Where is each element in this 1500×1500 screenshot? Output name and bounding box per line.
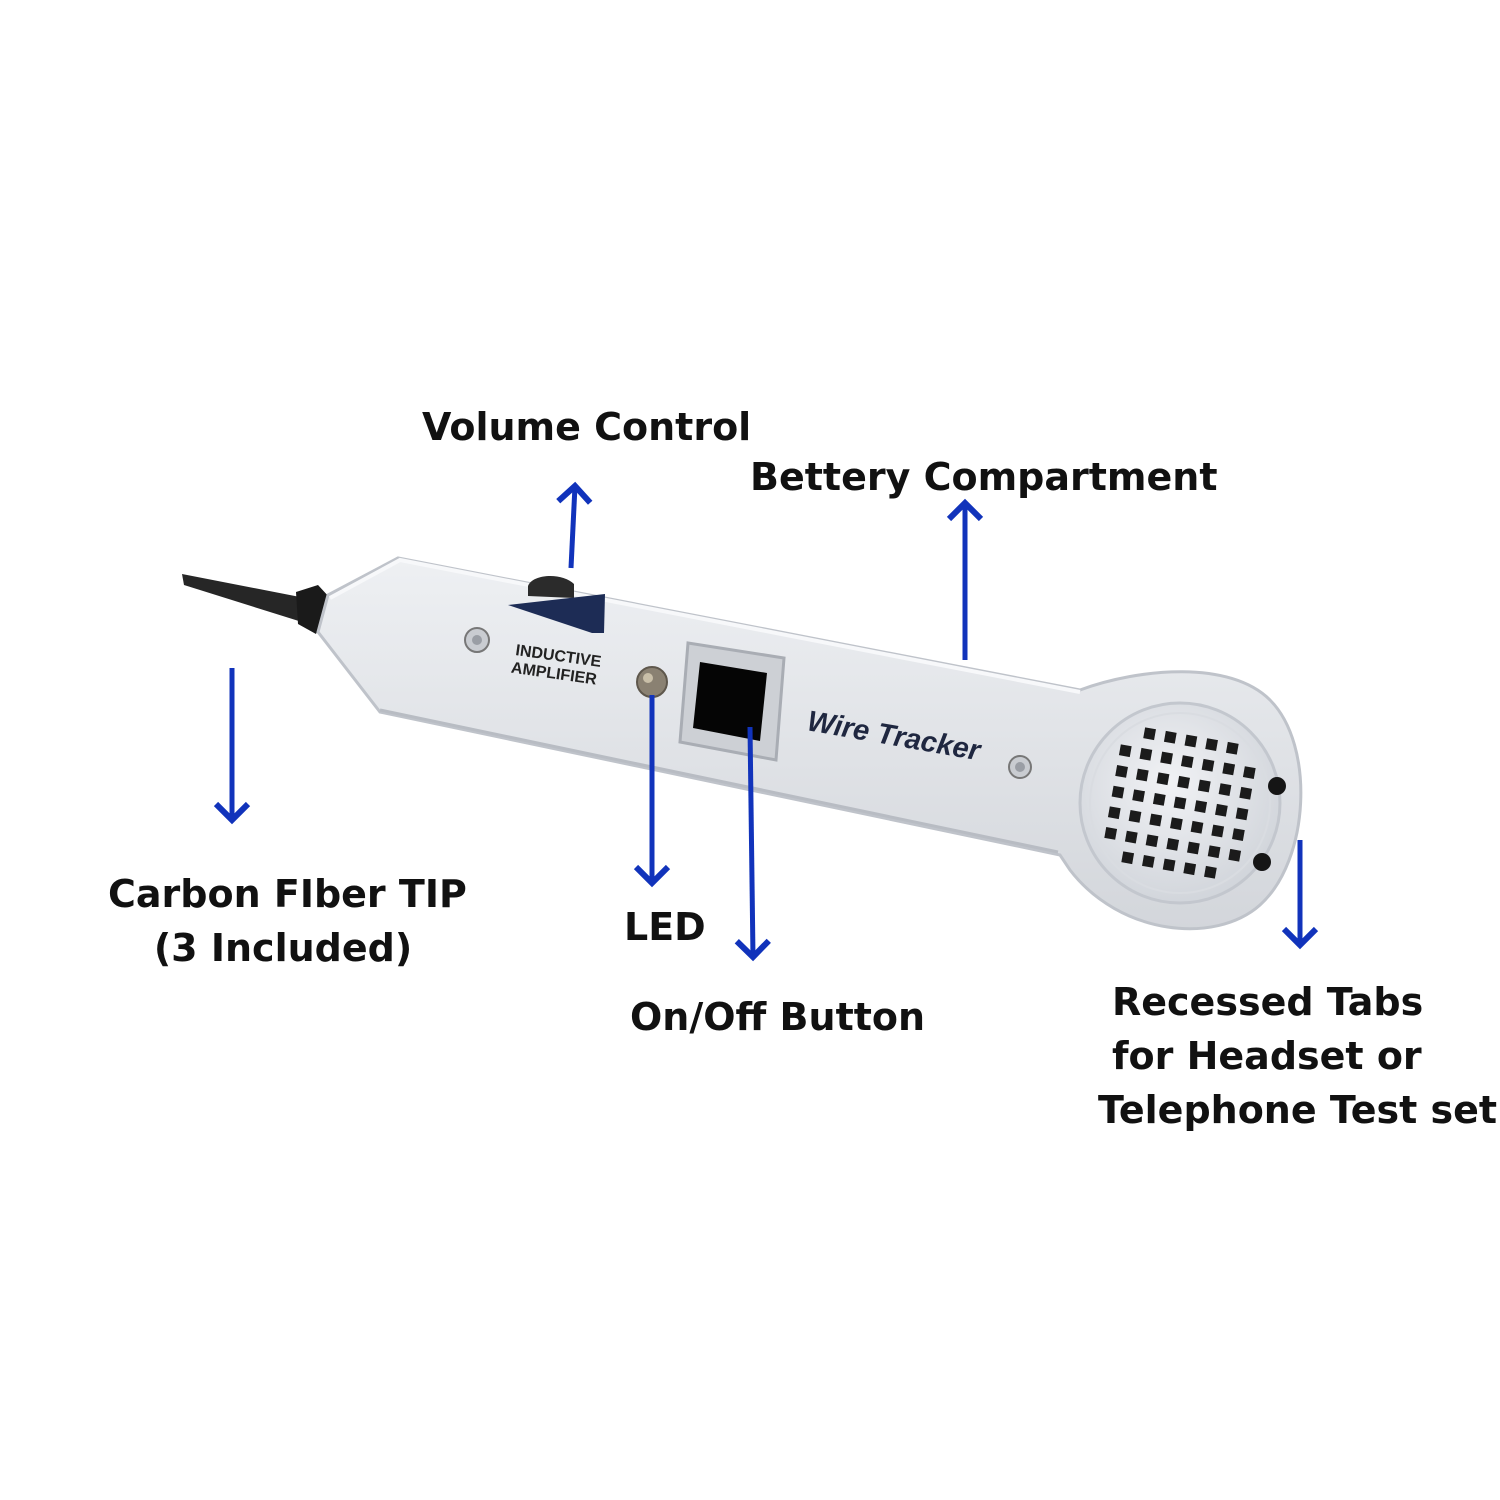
grille-hole: [1132, 789, 1145, 803]
grille-hole: [1152, 793, 1166, 806]
grille-hole: [1107, 806, 1121, 820]
grille-hole: [1242, 766, 1256, 779]
device-body: [316, 556, 1303, 931]
grille-hole: [1173, 796, 1187, 810]
screw-right: [1008, 755, 1032, 779]
grille-hole: [1205, 738, 1218, 751]
grille-hole: [1121, 851, 1135, 865]
label-battery-compartment: Bettery Compartment: [750, 450, 1218, 504]
grille-hole: [1180, 755, 1194, 768]
label-recessed-tabs-line1: Recessed Tabs: [1112, 980, 1424, 1024]
grille-hole: [1139, 747, 1153, 761]
led-indicator: [636, 666, 668, 698]
panel-stripe: [508, 594, 605, 633]
grille-hole: [1166, 838, 1180, 851]
callout-arrows: [213, 481, 1319, 962]
volume-wheel: [528, 575, 574, 598]
grille-hole: [1225, 741, 1239, 755]
grille-hole: [1218, 783, 1232, 796]
grille-hole: [1142, 855, 1155, 868]
grille-hole: [1222, 762, 1236, 776]
grille-hole: [1145, 834, 1159, 848]
grille-hole: [1128, 810, 1142, 823]
on-off-button: [678, 641, 786, 762]
grille-hole: [1201, 758, 1215, 772]
label-on-off-button: On/Off Button: [630, 990, 925, 1044]
grille-hole: [1163, 730, 1177, 744]
label-recessed-tabs-line2: for Headset or: [1112, 1034, 1422, 1078]
grille-hole: [1115, 765, 1128, 778]
recessed-tabs: [1253, 777, 1286, 871]
grille-hole: [1211, 824, 1225, 838]
grille-hole: [1194, 800, 1208, 813]
grille-hole: [1204, 865, 1217, 879]
label-recessed-tabs-line3: Telephone Test set: [1098, 1088, 1498, 1132]
grille-hole: [1160, 751, 1173, 765]
label-on-off-button-text: On/Off Button: [630, 995, 926, 1039]
arrow-volume: [556, 481, 593, 569]
grille-hole: [1124, 830, 1138, 844]
screw-left: [464, 627, 490, 653]
label-recessed-tabs: Recessed Tabs for Headset or Telephone T…: [1098, 975, 1498, 1137]
carbon-fiber-tip: [182, 574, 330, 634]
label-led-text: LED: [624, 905, 706, 949]
grille-hole: [1162, 858, 1176, 872]
label-volume-control: Volume Control: [422, 400, 751, 454]
grille-hole: [1228, 848, 1242, 862]
arrow-onoff: [734, 726, 771, 962]
grille-hole: [1170, 817, 1183, 831]
grille-hole: [1135, 768, 1149, 782]
grille-hole: [1156, 772, 1170, 786]
label-carbon-fiber-tip-line1: Carbon FIber TIP: [108, 872, 467, 916]
label-carbon-fiber-tip: Carbon FIber TIP (3 Included): [108, 867, 467, 975]
grille-hole: [1207, 845, 1221, 859]
label-carbon-fiber-tip-line2: (3 Included): [153, 926, 413, 970]
grille-hole: [1215, 803, 1228, 817]
grille-hole: [1190, 820, 1204, 834]
grille-hole: [1143, 727, 1156, 741]
grille-hole: [1104, 827, 1118, 840]
grille-hole: [1187, 841, 1200, 855]
grille-hole: [1177, 775, 1190, 789]
grille-hole: [1183, 862, 1197, 876]
label-battery-compartment-text: Bettery Compartment: [750, 455, 1218, 499]
grille-hole: [1197, 779, 1211, 793]
grille-hole: [1239, 786, 1253, 800]
grille-hole: [1232, 828, 1245, 841]
grille-hole: [1149, 813, 1163, 827]
grille-hole: [1111, 785, 1125, 799]
label-led: LED: [624, 900, 706, 954]
grille-hole: [1184, 734, 1198, 748]
label-volume-control-text: Volume Control: [422, 405, 752, 449]
grille-hole: [1235, 807, 1249, 821]
speaker-grille: [1078, 701, 1282, 905]
grille-hole: [1118, 744, 1132, 758]
